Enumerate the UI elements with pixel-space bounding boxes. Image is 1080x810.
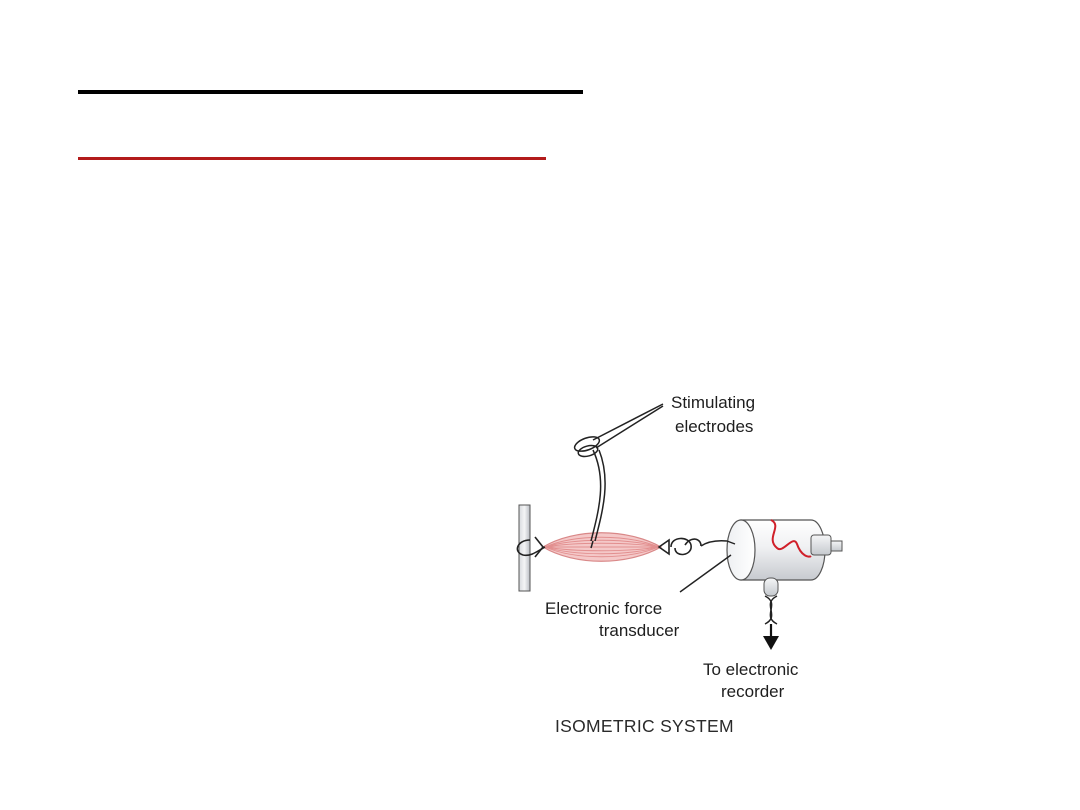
label-stimulating: Stimulating <box>671 393 756 412</box>
transducer-pointer <box>679 540 736 593</box>
muscle <box>541 532 663 562</box>
label-to-electronic: To electronic <box>703 660 799 679</box>
label-transducer: transducer <box>599 621 680 640</box>
left-tendon-hook <box>516 536 546 558</box>
isometric-system-drawing <box>516 403 843 650</box>
label-electronic-force: Electronic force <box>545 599 663 618</box>
fixed-support-bar <box>518 504 531 592</box>
recorder-cable <box>763 577 779 650</box>
isometric-system-figure: Stimulating electrodes Electronic force … <box>495 380 865 750</box>
label-recorder: recorder <box>721 682 785 701</box>
subtitle-underline-red <box>78 157 546 160</box>
label-electrodes: electrodes <box>675 417 754 436</box>
stimulating-electrodes <box>573 403 664 549</box>
title-underline-black <box>78 90 583 94</box>
figure-caption: ISOMETRIC SYSTEM <box>555 716 734 736</box>
right-tendon-hook <box>657 537 728 556</box>
force-transducer <box>726 519 843 581</box>
down-arrow-icon <box>763 636 779 650</box>
